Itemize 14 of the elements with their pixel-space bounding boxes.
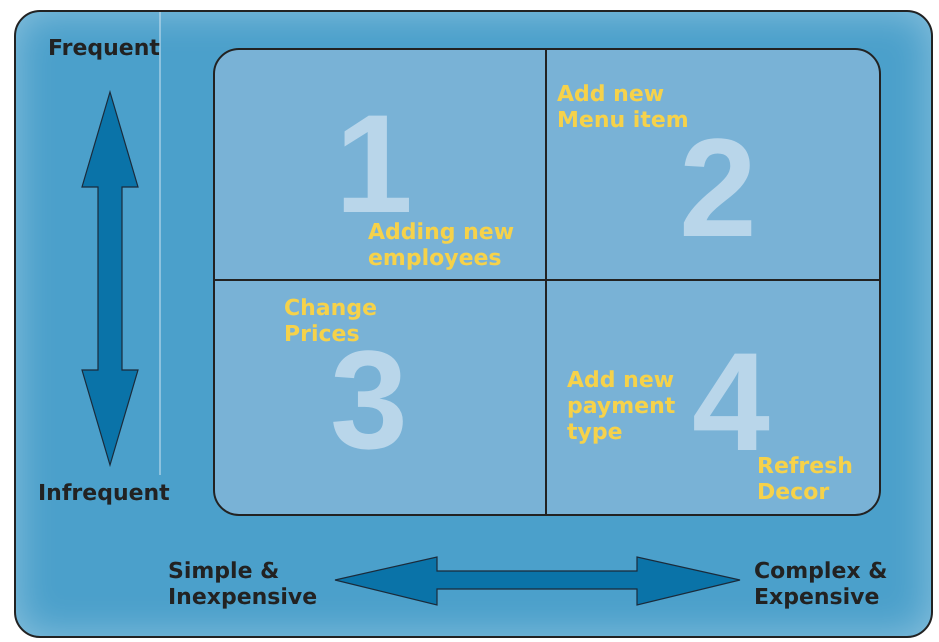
axis-label: Frequent	[48, 36, 161, 62]
quadrant-number: 3	[330, 350, 408, 450]
quadrant-number: 2	[679, 138, 757, 238]
task-label: Refresh Decor	[757, 454, 854, 506]
quadrant-number: 1	[335, 114, 413, 214]
quadrant-panel	[215, 50, 547, 281]
axis-label: Complex & Expensive	[754, 559, 888, 611]
task-label: Adding new employees	[368, 220, 516, 272]
task-label: Add new payment type	[567, 368, 676, 446]
axis-label: Simple & Inexpensive	[168, 559, 318, 611]
task-label: Add new Menu item	[557, 82, 690, 134]
axis-label: Infrequent	[38, 481, 171, 507]
task-label: Change Prices	[284, 296, 378, 348]
quadrant-number: 4	[692, 352, 770, 452]
